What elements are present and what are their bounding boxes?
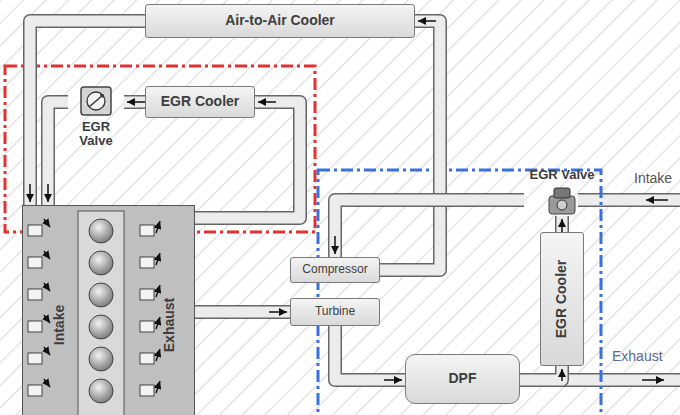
cooler-box: EGR Cooler <box>145 86 255 118</box>
gas-pipe <box>335 200 524 257</box>
gas-pipe <box>124 102 145 103</box>
part-name: EGR Cooler <box>554 260 569 339</box>
engine-block: Intake Exhaust <box>22 205 195 415</box>
side-label: Exhaust <box>162 298 177 352</box>
intake-pipe <box>578 200 680 201</box>
part-name: EGR Valve <box>529 168 594 182</box>
flow-label: Intake <box>634 170 672 186</box>
side-label: Intake <box>52 305 67 345</box>
gas-pipe <box>195 102 300 218</box>
cooler-box: Air-to-Air Cooler <box>145 4 415 38</box>
gas-pipe <box>195 312 290 313</box>
part-name: EGR Cooler <box>161 94 240 109</box>
valve-symbol <box>80 86 112 116</box>
part-name: Compressor <box>302 263 367 276</box>
valve-symbol <box>546 186 578 216</box>
gas-pipe <box>520 366 562 381</box>
exhaust-pipe <box>556 380 680 381</box>
gas-pipe <box>335 326 405 380</box>
dpf-box: DPF <box>405 354 520 404</box>
egr-valve: EGR Valve <box>68 86 124 154</box>
turbo-turbine: Turbine <box>290 298 380 326</box>
turbo-compressor: Compressor <box>290 257 380 283</box>
part-name: DPF <box>449 371 477 386</box>
gas-pipe <box>562 216 563 233</box>
gas-pipe <box>380 21 440 270</box>
part-name: EGR Valve <box>68 120 124 149</box>
gas-pipe <box>48 102 68 205</box>
gas-pipe <box>30 21 145 205</box>
part-name: Air-to-Air Cooler <box>225 13 335 28</box>
egr-valve: EGR Valve <box>524 148 600 216</box>
part-name: Turbine <box>315 305 355 318</box>
cooler-box: EGR Cooler <box>540 232 584 366</box>
flow-label: Exhaust <box>612 348 663 364</box>
low-pressure-loop-outline <box>318 170 601 415</box>
